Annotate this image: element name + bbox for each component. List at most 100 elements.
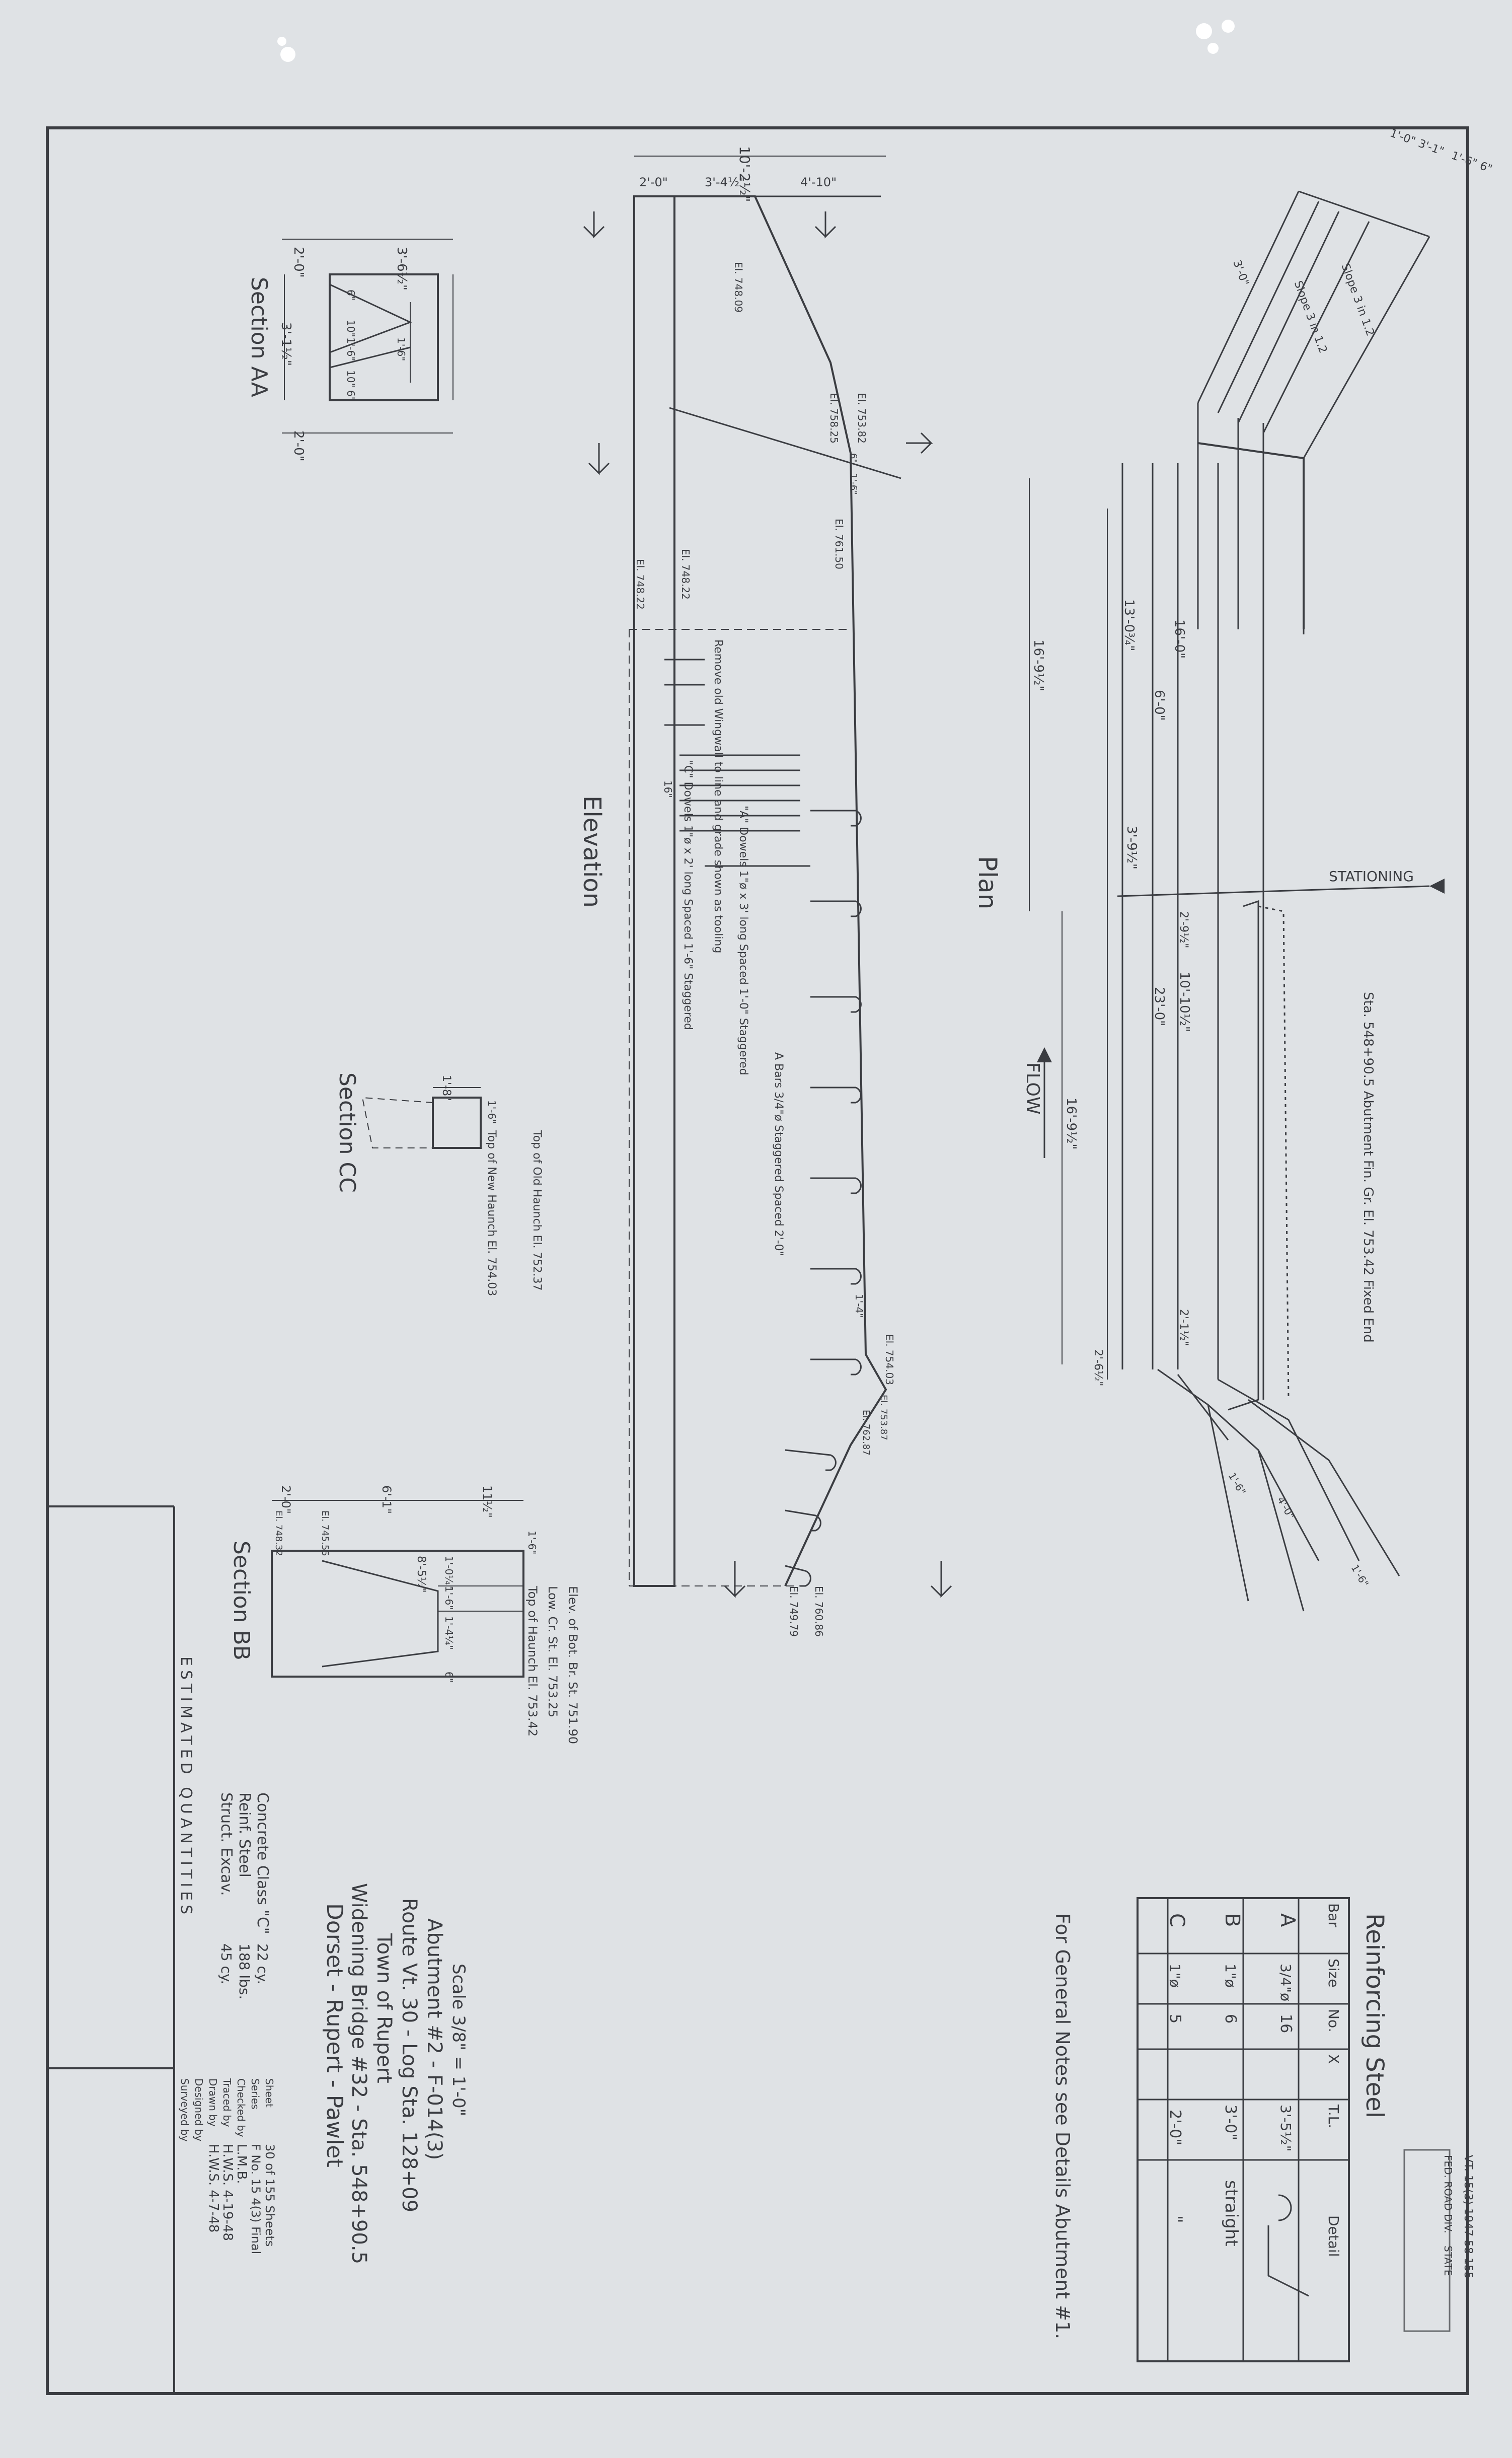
- section-bb-top-haunch: Top of Haunch El. 753.42: [525, 1585, 540, 1737]
- section-bb-cap: 11½": [480, 1485, 494, 1518]
- elevation-view: [583, 156, 952, 1598]
- title-bridge: Widening Bridge #32 - Sta. 548+90.5: [347, 1883, 370, 2264]
- elev-el10: El. 760.86: [813, 1586, 825, 1637]
- bar-c-no: 5: [1166, 2014, 1184, 2023]
- section-aa-d6: 1'-6": [395, 337, 407, 361]
- plan-view: [1029, 190, 1445, 1612]
- approval-stamp: [1403, 2149, 1451, 2332]
- plan-d5: 3'-9½": [1124, 826, 1139, 870]
- elev-el5-wrap: El. 748.22: [679, 549, 692, 600]
- signoff-label-1: Surveyed by: [179, 2078, 191, 2142]
- plan-d10: 2'-1½": [1177, 1309, 1190, 1346]
- plan-d11: 2'-6½": [1092, 1349, 1104, 1386]
- elev-d1: 2'-0": [639, 175, 668, 189]
- plan-d7: 10'-10½": [1177, 972, 1192, 1032]
- plan-stationing: STATIONING: [1329, 868, 1414, 885]
- elev-note-bars-wrap: A Bars 3/4"ø Staggered Spaced 2'-0": [772, 1052, 785, 1256]
- section-bb-h3-wrap: 8'-5½": [415, 1556, 427, 1593]
- elev-el8: El. 753.87: [878, 1395, 889, 1440]
- plan-d1-wrap: 16'-9½": [1031, 639, 1046, 691]
- elev-el8-wrap: El. 753.87: [878, 1395, 889, 1440]
- plan-d1: 16'-9½": [1031, 639, 1046, 691]
- section-bb-d6: 1'-6": [526, 1531, 538, 1554]
- elev-el6-wrap: El. 748.22: [634, 559, 646, 610]
- signoff-label-6: Series: [249, 2078, 261, 2110]
- bar-c-size: 1"ø: [1167, 1964, 1183, 1988]
- section-aa-height: 3'-1½": [278, 322, 293, 366]
- title-route: Route Vt. 30 - Log Sta. 128+09: [398, 1898, 421, 2212]
- bar-b-size: 1"ø: [1222, 1964, 1239, 1988]
- plan-stationing-wrap: STATIONING: [1329, 868, 1414, 885]
- plan-d8-wrap: 23'-0": [1152, 987, 1167, 1026]
- bar-b-x: 3'-0": [1222, 2105, 1239, 2140]
- bar-c-mark: C: [1165, 1913, 1188, 1927]
- section-cc-d1: 1'-6": [486, 1100, 498, 1124]
- section-bb-top-w: 2'-0": [279, 1485, 293, 1514]
- section-bb-low-cr: Low. Cr. St. El. 753.25: [546, 1586, 560, 1717]
- elev-note-remove: Remove old Wingwall to line and grade sh…: [712, 639, 724, 953]
- section-bb-span-wrap: 6'-1": [380, 1485, 394, 1514]
- signoff-value-7: 30 of 155 Sheets: [263, 2144, 277, 2247]
- section-aa-label: Section AA: [246, 277, 272, 397]
- section-bb-h-wrap: 1'-0¼" 1'-6" 1'-4¼" 6": [443, 1556, 455, 1683]
- reinforcing-header-tl: T.L.: [1325, 2104, 1342, 2128]
- signoff-label-4: Traced by: [221, 2078, 233, 2127]
- general-note: For General Notes see Details Abutment #…: [1051, 1913, 1074, 2339]
- plan-d9-wrap: 16'-9½": [1064, 1098, 1079, 1149]
- elev-d2: 3'-4½": [705, 175, 745, 189]
- title-text: Dorset - Rupert - Pawlet Widening Bridge…: [322, 1883, 469, 2264]
- bar-a-mark: A: [1276, 1913, 1299, 1927]
- elev-el6: El. 748.22: [634, 559, 646, 610]
- section-cc-top-now: Top of New Haunch El. 754.03: [485, 1130, 498, 1296]
- plan-d5-wrap: 3'-9½": [1124, 826, 1139, 870]
- punch-holes: [277, 20, 1235, 62]
- reinforcing-row-c: C 1"ø 5 2'-0" ": [1165, 1913, 1188, 2223]
- quantities-items: Struct. Excav. Reinf. Steel Concrete Cla…: [217, 1792, 271, 1999]
- general-note-wrap: For General Notes see Details Abutment #…: [1051, 1913, 1074, 2339]
- elev-d-d: 16": [662, 780, 674, 798]
- bar-c-tl: 2'-0": [1166, 2110, 1184, 2145]
- section-aa-d1: 6": [345, 290, 357, 301]
- section-bb-h4: 1'-4¼": [443, 1616, 455, 1650]
- bar-a-size: 3/4"ø: [1277, 1964, 1294, 2001]
- section-cc: [361, 1087, 482, 1149]
- stamp-text: FED. ROAD DIV. STATE VT. 15(3) 1947 58 1…: [1442, 2155, 1474, 2279]
- section-cc-label: Section CC: [334, 1072, 360, 1193]
- section-bb-label: Section BB: [229, 1541, 254, 1660]
- section-aa: [282, 239, 453, 433]
- reinforcing-title: Reinforcing Steel: [1360, 1913, 1389, 2118]
- signoff-label-2: Designed by: [193, 2078, 205, 2141]
- elev-d-d-wrap: 16": [662, 780, 674, 798]
- section-aa-d4: 10": [345, 370, 357, 388]
- elev-el5: El. 748.22: [679, 549, 692, 600]
- reinforcing-title-wrap: Reinforcing Steel: [1360, 1913, 1389, 2118]
- elev-el11-wrap: El. 749.79: [788, 1586, 800, 1637]
- elev-d-a: 6": [848, 453, 859, 463]
- section-cc-label-wrap: Section CC: [334, 1072, 360, 1193]
- elev-d3: 4'-10": [800, 175, 837, 189]
- reinforcing-headers: Bar Size No. X T.L. Detail: [1325, 1903, 1342, 2257]
- plan-d7-wrap: 10'-10½": [1177, 972, 1192, 1032]
- plan-d4-wrap: 6'-0": [1152, 690, 1167, 721]
- stamp-line-2: STATE: [1442, 2246, 1454, 2276]
- title-abutment: Abutment #2 - F-014(3): [423, 1918, 446, 2160]
- plan-d4: 6'-0": [1152, 690, 1167, 721]
- bar-b-detail: straight: [1221, 2180, 1241, 2247]
- reinforcing-header-no: No.: [1325, 2009, 1342, 2032]
- section-cc-w: 1'-8": [440, 1075, 452, 1101]
- elev-el1-wrap: El. 748.09: [732, 262, 744, 313]
- section-bb-h1: 1'-0¼": [443, 1556, 455, 1589]
- elev-el3: El. 758.25: [828, 393, 840, 444]
- elevation-label: Elevation: [578, 796, 606, 908]
- reinforcing-header-size: Size: [1325, 1959, 1342, 1987]
- elev-note-c-wrap: "C" Dowels 1"ø x 2' long Spaced 1'-6" St…: [682, 760, 694, 1030]
- plan-d3: 16'-0": [1172, 619, 1187, 659]
- section-bb-h2: 1'-6": [443, 1586, 455, 1610]
- elev-el3-wrap: El. 758.25 6" 1'-6": [828, 393, 859, 495]
- title-scale: Scale 3/8" = 1'-0": [448, 1964, 469, 2116]
- elev-el9: El. 762.87: [861, 1410, 871, 1456]
- quantity-label-1: Struct. Excav.: [217, 1792, 235, 1896]
- bar-a-no: 16: [1277, 2014, 1295, 2033]
- elev-el10-wrap: El. 760.86: [813, 1586, 825, 1637]
